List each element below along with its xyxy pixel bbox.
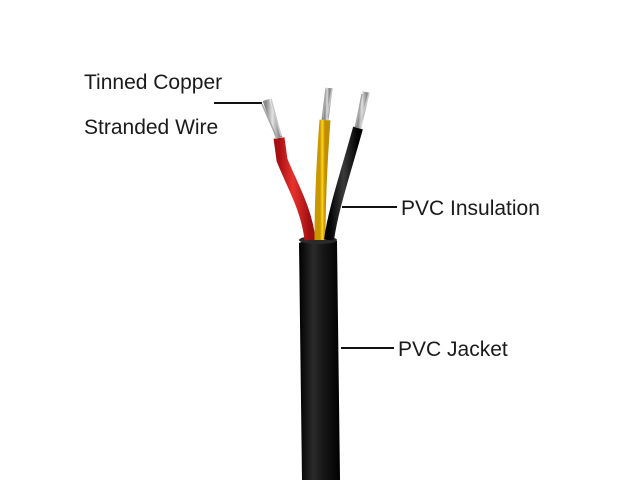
conductor-label-line-2: Stranded Wire xyxy=(84,116,219,139)
red-wire xyxy=(273,137,316,241)
jacket-label: PVC Jacket xyxy=(398,338,508,361)
yellow-wire xyxy=(314,119,331,241)
black-wire-copper-strands xyxy=(354,91,370,129)
yellow-wire-copper-strands xyxy=(321,87,333,121)
insulation-label: PVC Insulation xyxy=(401,197,540,220)
pvc-jacket-sheath xyxy=(299,237,340,480)
black-wire xyxy=(324,126,363,241)
conductor-label-line-1: Tinned Copper xyxy=(84,71,223,94)
red-wire-copper-strands xyxy=(261,98,283,140)
